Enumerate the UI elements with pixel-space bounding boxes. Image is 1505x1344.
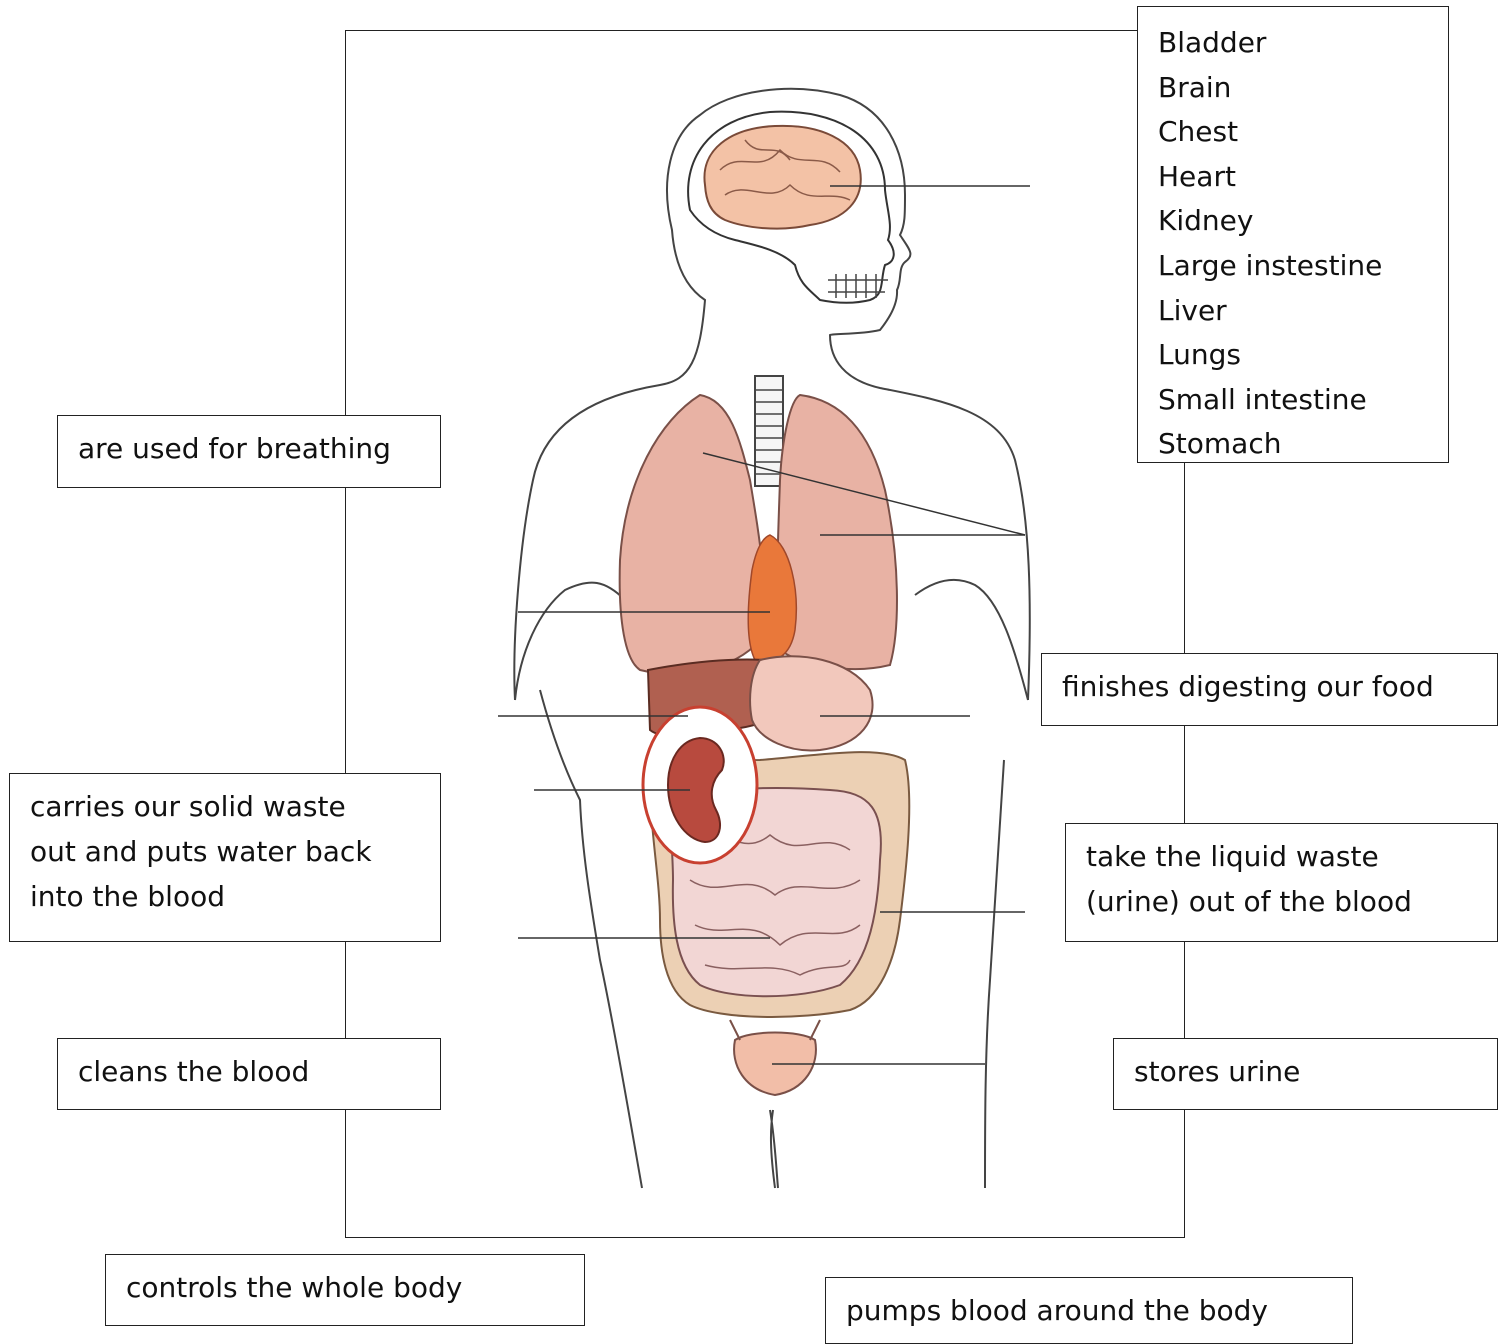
label-text: (urine) out of the blood	[1086, 879, 1477, 924]
label-text: finishes digesting our food	[1062, 664, 1477, 709]
label-box-breathing: are used for breathing	[57, 415, 441, 488]
word-bank-item: Brain	[1158, 66, 1428, 111]
label-text: pumps blood around the body	[846, 1288, 1332, 1333]
label-text: cleans the blood	[78, 1049, 420, 1094]
label-text: controls the whole body	[126, 1265, 564, 1310]
label-box-liver: cleans the blood	[57, 1038, 441, 1110]
word-bank-item: Small intestine	[1158, 378, 1428, 423]
arm-right	[915, 580, 1028, 700]
word-bank-item: Heart	[1158, 155, 1428, 200]
label-box-heart: pumps blood around the body	[825, 1277, 1353, 1344]
word-bank-item: Bladder	[1158, 21, 1428, 66]
word-bank-item: Large instestine	[1158, 244, 1428, 289]
word-bank: Bladder Brain Chest Heart Kidney Large i…	[1137, 6, 1449, 463]
word-bank-item: Lungs	[1158, 333, 1428, 378]
stomach	[750, 656, 872, 750]
label-text: into the blood	[30, 874, 420, 919]
label-text: carries our solid waste	[30, 784, 420, 829]
label-text: take the liquid waste	[1086, 834, 1477, 879]
label-text: stores urine	[1134, 1049, 1477, 1094]
word-bank-item: Chest	[1158, 110, 1428, 155]
label-box-small-intestine: finishes digesting our food	[1041, 653, 1498, 726]
word-bank-item: Stomach	[1158, 422, 1428, 463]
word-bank-item: Kidney	[1158, 199, 1428, 244]
label-box-bladder: stores urine	[1113, 1038, 1498, 1110]
label-box-large-intestine: carries our solid waste out and puts wat…	[9, 773, 441, 942]
label-text: out and puts water back	[30, 829, 420, 874]
label-text: are used for breathing	[78, 426, 420, 471]
brain	[704, 126, 860, 229]
label-box-kidney: take the liquid waste (urine) out of the…	[1065, 823, 1498, 942]
arm-left	[515, 583, 625, 700]
label-box-brain: controls the whole body	[105, 1254, 585, 1326]
lung-left	[620, 395, 764, 674]
word-bank-item: Liver	[1158, 289, 1428, 334]
